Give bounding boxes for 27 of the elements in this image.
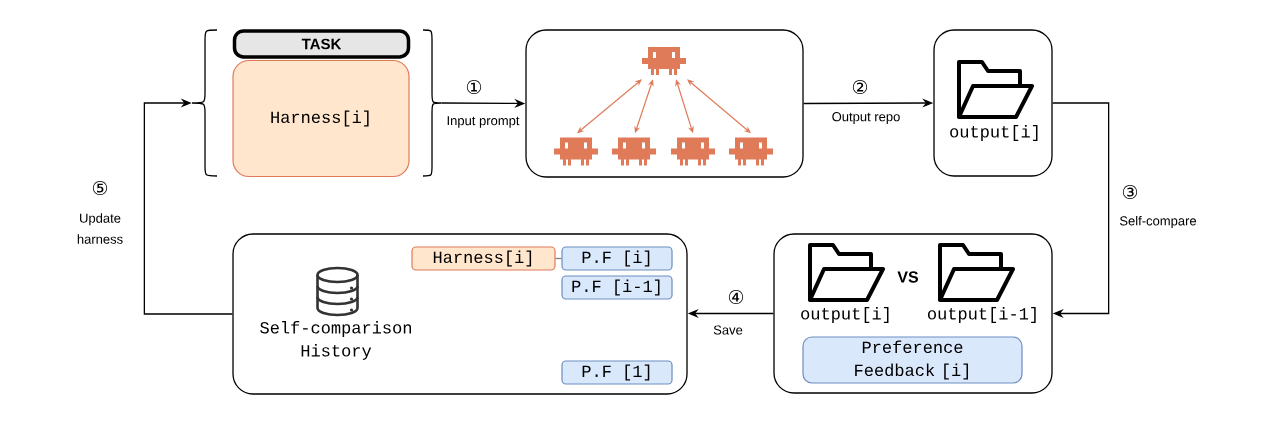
step-number: ④ [728, 289, 744, 305]
edge-label: Save [712, 324, 744, 336]
robot-icon [671, 137, 715, 166]
step-number: ③ [1122, 184, 1138, 200]
robot-icon [554, 137, 598, 166]
connector-line [554, 257, 563, 260]
robot-icon [729, 137, 773, 166]
feedback-box: P.F [i-1] [561, 275, 673, 300]
robot-icon [612, 137, 656, 166]
arrow [1052, 102, 1110, 319]
edge-label: Self-compare [1118, 214, 1198, 230]
feedback-box: P.F [1] [561, 360, 673, 385]
harness-box: Harness[i] [411, 246, 556, 271]
feedback-box: Preference Feedback [i] [802, 336, 1023, 384]
step-number: ② [852, 79, 868, 95]
output-box: output[i] [933, 29, 1053, 177]
robot-icon [642, 47, 686, 75]
harness-box: Harness[i] [232, 59, 410, 178]
edge-label: Update harness [69, 212, 131, 245]
edge-label: Input prompt [445, 115, 521, 129]
task-box: TASK [232, 29, 411, 59]
arrow [143, 98, 233, 315]
edge-label: Output repo [830, 111, 902, 125]
step-number: ⑤ [92, 180, 108, 196]
curly-brackets [191, 29, 442, 177]
feedback-box: P.F [i] [561, 246, 673, 271]
step-number: ① [466, 79, 482, 95]
